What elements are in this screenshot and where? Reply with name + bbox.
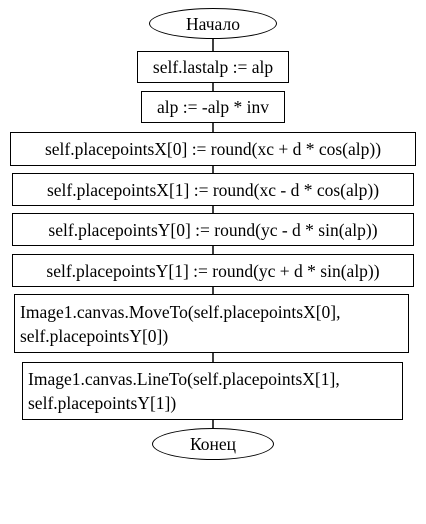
process-step-5-text: self.placepointsY[0] := round(yc - d * s… bbox=[48, 219, 378, 240]
process-step-1: self.lastalp := alp bbox=[137, 51, 289, 83]
process-step-4: self.placepointsX[1] := round(xc - d * c… bbox=[12, 173, 414, 206]
process-step-7: Image1.canvas.MoveTo(self.placepointsX[0… bbox=[14, 294, 409, 353]
process-step-3: self.placepointsX[0] := round(xc + d * c… bbox=[10, 132, 416, 166]
process-step-8-text: Image1.canvas.LineTo(self.placepointsX[1… bbox=[28, 369, 340, 413]
process-step-1-text: self.lastalp := alp bbox=[152, 57, 274, 77]
process-step-5: self.placepointsY[0] := round(yc - d * s… bbox=[12, 213, 414, 246]
process-step-8: Image1.canvas.LineTo(self.placepointsX[1… bbox=[22, 362, 403, 420]
process-step-3-text: self.placepointsX[0] := round(xc + d * c… bbox=[44, 139, 382, 159]
process-step-6-text: self.placepointsY[1] := round(yc + d * s… bbox=[46, 260, 380, 281]
process-step-2-text: alp := -alp * inv bbox=[157, 97, 269, 117]
process-step-6: self.placepointsY[1] := round(yc + d * s… bbox=[12, 254, 414, 287]
start-terminal: Начало bbox=[149, 8, 277, 39]
start-label: Начало bbox=[186, 13, 240, 34]
end-terminal: Конец bbox=[152, 428, 274, 460]
process-step-2: alp := -alp * inv bbox=[141, 91, 285, 123]
end-label: Конец bbox=[189, 434, 237, 454]
process-step-4-text: self.placepointsX[1] := round(xc - d * c… bbox=[46, 179, 380, 200]
process-step-7-text: Image1.canvas.MoveTo(self.placepointsX[0… bbox=[20, 301, 341, 346]
